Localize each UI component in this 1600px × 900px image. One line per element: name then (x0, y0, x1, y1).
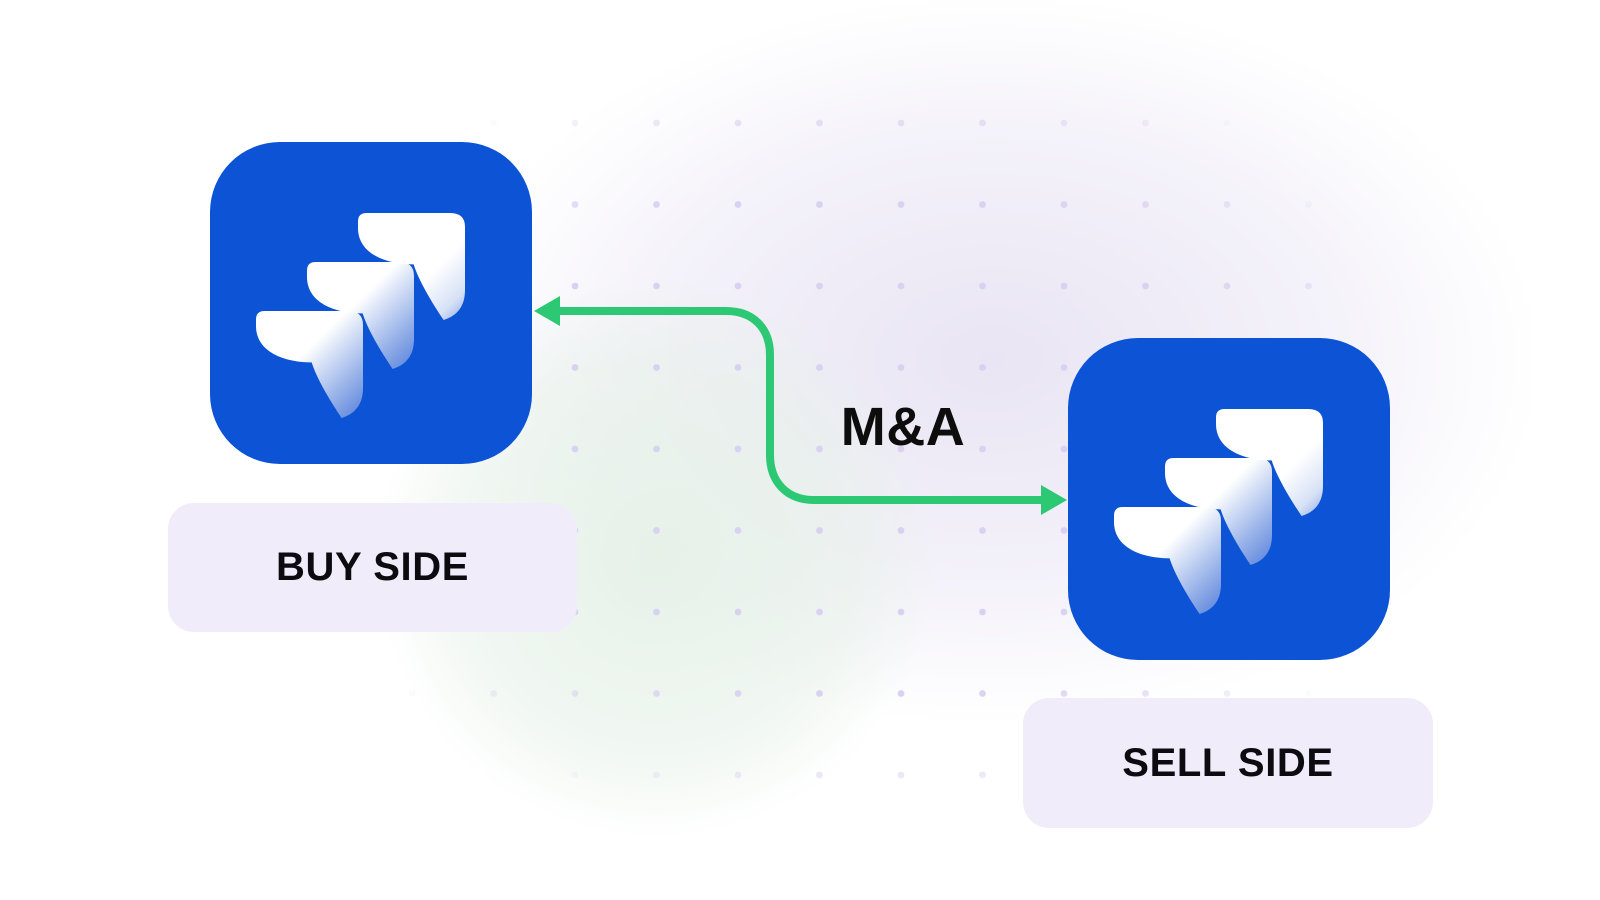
buy-side-label: BUY SIDE (168, 503, 577, 632)
buy-side-label-text: BUY SIDE (275, 545, 469, 589)
sell-side-label: SELL SIDE (1023, 698, 1433, 828)
sell-side-label-text: SELL SIDE (1122, 740, 1334, 785)
connector-label: M&A (840, 397, 966, 457)
jira-icon-buy-side (210, 142, 532, 464)
jira-icon-sell-side (1068, 338, 1390, 660)
